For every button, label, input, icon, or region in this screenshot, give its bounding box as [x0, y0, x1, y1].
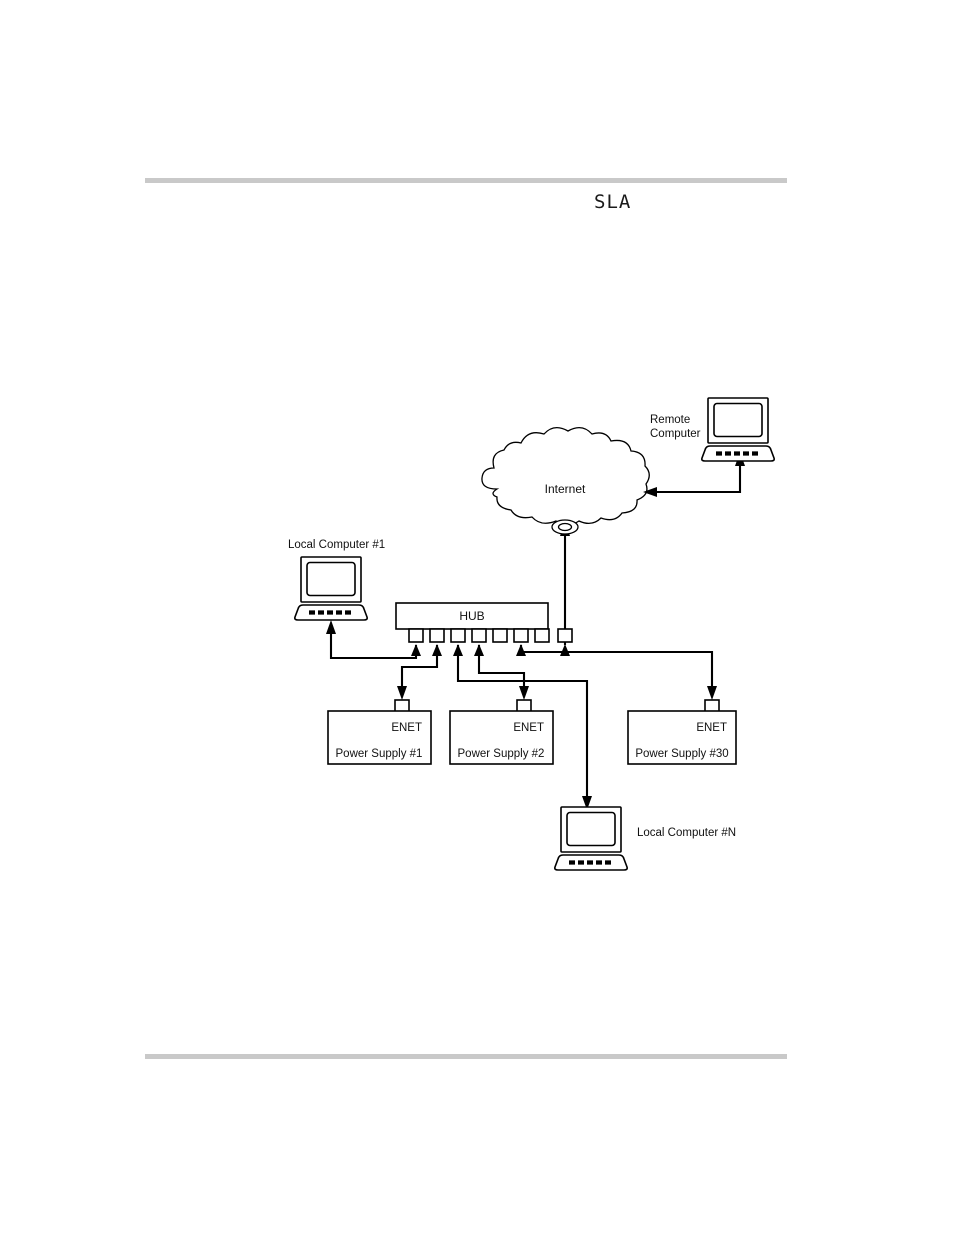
- power-supply-1-name: Power Supply #1: [336, 748, 423, 760]
- internet-label: Internet: [545, 482, 586, 496]
- hub-port-5: [492, 628, 508, 643]
- laptop-icon: [702, 398, 774, 461]
- hub-port-1: [408, 628, 424, 643]
- local-computer-1-label: Local Computer #1: [288, 539, 385, 551]
- link-hub-to-internet: [560, 522, 570, 645]
- hub-port-7: [534, 628, 550, 643]
- hub-port-6: [513, 628, 529, 643]
- laptop-icon: [295, 557, 367, 620]
- power-supply-30-name: Power Supply #30: [635, 748, 728, 760]
- power-supply-1-node: ENET Power Supply #1: [327, 699, 432, 765]
- power-supply-30-body: [627, 710, 737, 765]
- power-supply-2-body: [449, 710, 554, 765]
- local-computer-1-node: Local Computer #1: [288, 539, 385, 620]
- link-hub-to-local-computer-n: [456, 645, 592, 810]
- cloud-icon: [481, 427, 650, 526]
- remote-computer-label-line1: Remote: [650, 414, 690, 426]
- hub-port-2: [429, 628, 445, 643]
- link-hub-to-power-supply-30: [519, 645, 717, 700]
- internet-cloud-node: Internet: [481, 427, 650, 535]
- power-supply-1-body: [327, 710, 432, 765]
- header-rule: [145, 178, 787, 183]
- remote-computer-node: Remote Computer: [650, 398, 774, 461]
- hub-node: HUB: [395, 602, 573, 656]
- hub-port-8: [557, 628, 573, 643]
- power-supply-1-enet-label: ENET: [391, 722, 422, 734]
- hub-label: HUB: [459, 609, 484, 623]
- laptop-icon: [555, 807, 627, 870]
- power-supply-2-name: Power Supply #2: [458, 748, 545, 760]
- link-hub-to-power-supply-2: [477, 645, 529, 700]
- local-computer-n-label: Local Computer #N: [637, 827, 736, 839]
- page-header-label: SLA: [594, 191, 632, 213]
- hub-port-3: [450, 628, 466, 643]
- power-supply-2-enet-label: ENET: [513, 722, 544, 734]
- power-supply-30-node: ENET Power Supply #30: [627, 699, 737, 765]
- power-supply-30-enet-label: ENET: [696, 722, 727, 734]
- footer-rule: [145, 1054, 787, 1059]
- local-computer-n-node: Local Computer #N: [555, 807, 736, 870]
- hub-port-4: [471, 628, 487, 643]
- power-supply-2-node: ENET Power Supply #2: [449, 699, 554, 765]
- cloud-connector-inner-icon: [557, 522, 573, 532]
- remote-computer-label-line2: Computer: [650, 428, 701, 440]
